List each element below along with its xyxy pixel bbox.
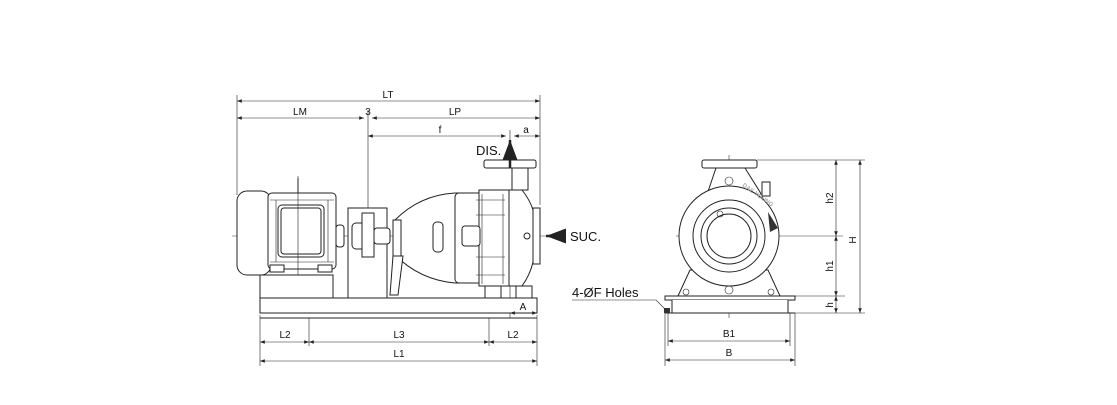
baseplate bbox=[259, 297, 538, 314]
dim-a: a bbox=[514, 125, 540, 138]
label-coupling-gap: 3 bbox=[365, 107, 371, 118]
dim-h: h bbox=[825, 296, 838, 313]
label-h1: h1 bbox=[825, 260, 836, 272]
label-B: B bbox=[726, 348, 733, 359]
dim-L2-left: L2 bbox=[260, 330, 309, 344]
discharge-label: DIS. bbox=[476, 143, 501, 158]
coupling bbox=[347, 207, 391, 299]
dim-L3: L3 bbox=[309, 330, 489, 344]
dim-h2: h2 bbox=[825, 160, 838, 236]
front-view: DAE YOUNG 4-ØF Holes h2 h1 h H bbox=[572, 155, 865, 366]
label-L2-left: L2 bbox=[279, 330, 291, 341]
label-H: H bbox=[848, 236, 859, 243]
label-h: h bbox=[825, 302, 836, 308]
suction-label: SUC. bbox=[570, 229, 601, 244]
rotation-arrow-icon bbox=[768, 212, 778, 232]
dim-LP: LP bbox=[372, 107, 540, 120]
motor bbox=[236, 176, 345, 299]
dim-f: f bbox=[368, 125, 506, 138]
label-L1: L1 bbox=[393, 349, 405, 360]
holes-label: 4-ØF Holes bbox=[572, 285, 639, 300]
dim-h1: h1 bbox=[825, 236, 838, 296]
dim-LT: LT bbox=[237, 90, 540, 103]
label-a: a bbox=[523, 125, 529, 136]
label-f: f bbox=[439, 125, 442, 136]
dim-A: A bbox=[509, 302, 537, 315]
label-LM: LM bbox=[293, 107, 307, 118]
label-h2: h2 bbox=[825, 192, 836, 204]
pump-casing bbox=[389, 159, 541, 299]
dim-B1: B1 bbox=[668, 329, 790, 343]
dim-LM: LM 3 bbox=[237, 107, 371, 120]
dim-L2-right: L2 bbox=[489, 330, 537, 344]
label-LT: LT bbox=[383, 90, 394, 101]
label-L2-right: L2 bbox=[507, 330, 519, 341]
label-LP: LP bbox=[449, 107, 462, 118]
label-B1: B1 bbox=[723, 329, 736, 340]
label-A: A bbox=[520, 302, 527, 313]
label-L3: L3 bbox=[393, 330, 405, 341]
dim-L1: L1 bbox=[260, 349, 537, 363]
side-view: LT LM 3 LP f a bbox=[232, 90, 601, 366]
dim-H: H bbox=[848, 160, 862, 313]
dim-B: B bbox=[665, 348, 795, 362]
